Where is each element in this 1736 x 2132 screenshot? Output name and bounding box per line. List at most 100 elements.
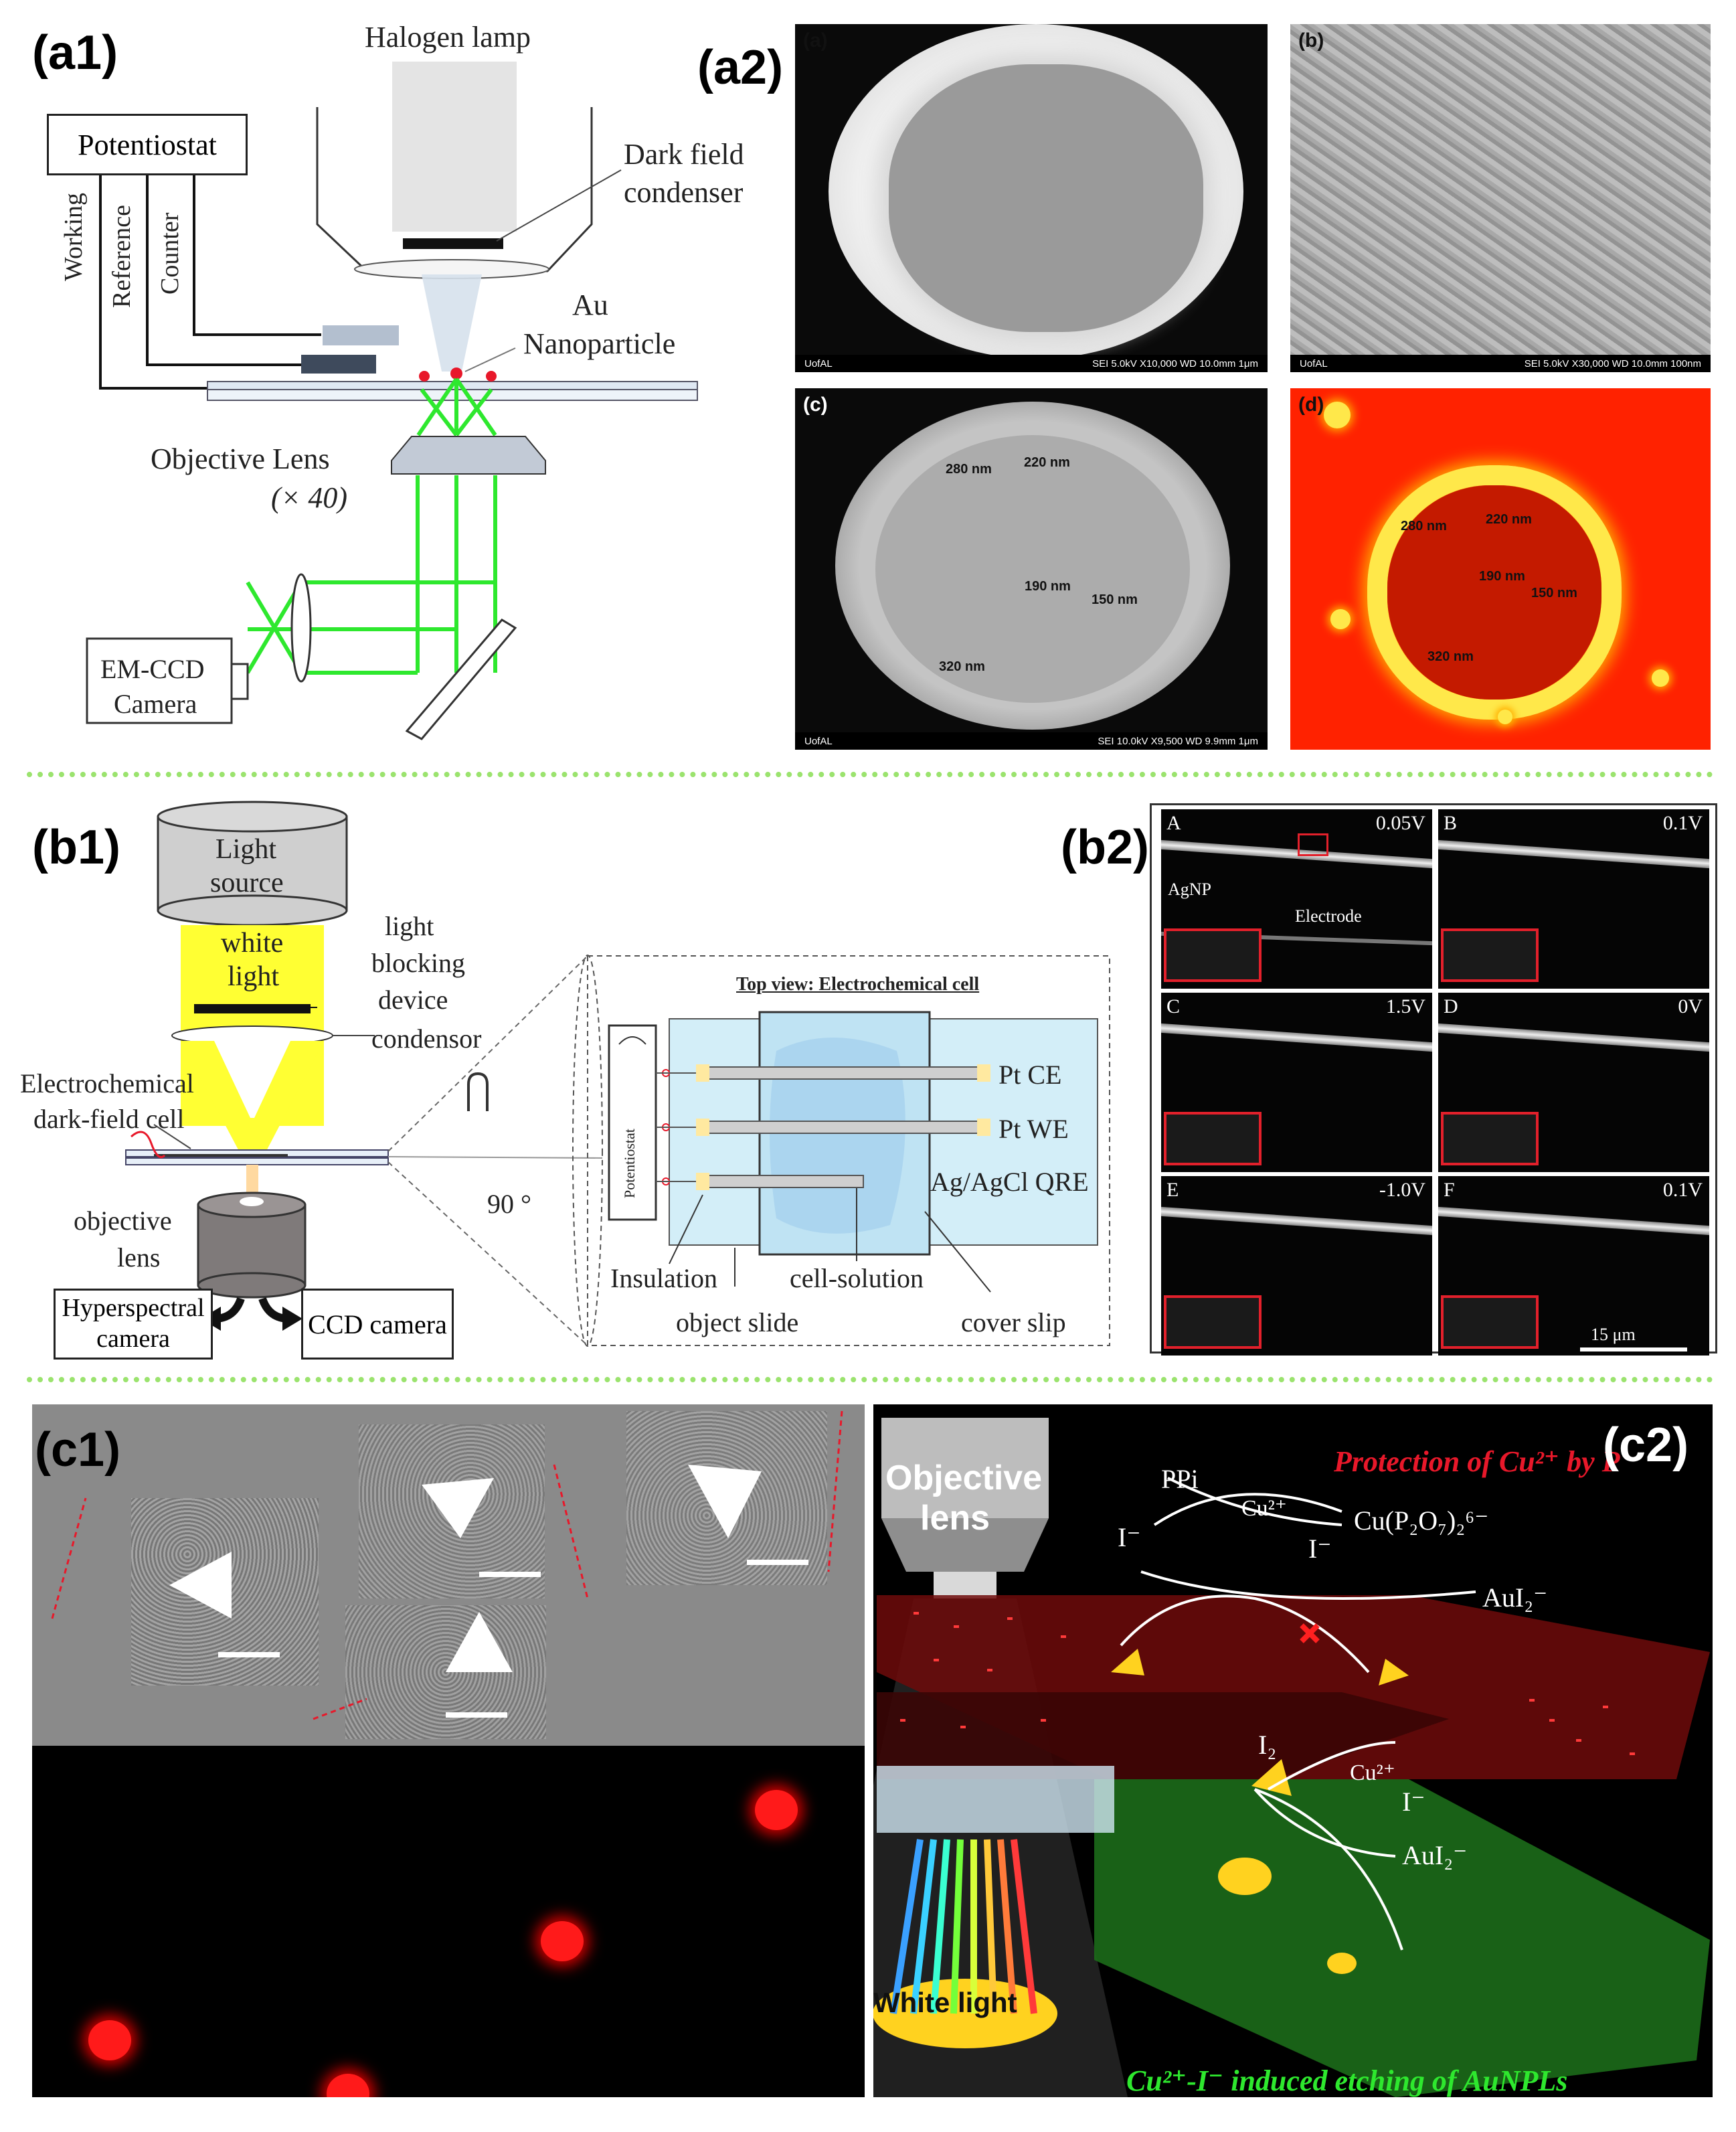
tem-images-c1 [32,1404,865,1746]
b2-frame-letter: B [1444,812,1458,834]
top-view-frame [587,955,1110,1346]
size-label: 220 nm [1024,455,1070,470]
b2-inset [1441,928,1539,982]
glass-slide [877,1766,1114,1833]
electrode-label: Electrode [1295,906,1362,926]
objective-label: Objective [885,1459,1043,1497]
b2-image-grid: A 0.05V AgNP Electrode B 0.1V C 1.5V D 0… [1150,803,1717,1356]
etching-schematic-c2-drawing [873,1418,1710,2097]
sem-image-a-tag: (a) [803,29,828,52]
scale-bar [446,1712,507,1718]
pt-we-electrode [702,1121,984,1134]
scale-bar-label: 15 μm [1591,1325,1636,1344]
emccd-label: EM-CCD [100,654,205,684]
etching-schematic-c2: Objective lens White light Protection of… [873,1404,1713,2097]
white-light-label-1: white [221,928,284,959]
potentiostat-label: Potentiostat [78,128,217,161]
condenser-label: condenser [624,176,744,209]
b2-frame-voltage: -1.0V [1379,1179,1425,1201]
iodine-label: I₂ [1258,1730,1277,1760]
objective-lens-shape [391,436,546,475]
b2-frame-letter: E [1166,1179,1179,1201]
counter-label: Counter [156,212,184,295]
ccd-camera-box: CCD camera [301,1289,454,1360]
size-label: 150 nm [1092,592,1138,607]
sem-image-b-databar: UofAL SEI 5.0kV X30,000 WD 10.0mm 100nm [1290,355,1711,372]
meter-icon [618,1036,646,1045]
b2-frame-voltage: 0V [1678,995,1703,1017]
emccd-camera-port [230,663,249,700]
condenser-pointer [496,169,622,242]
reaction-arrows [1120,1477,1476,1951]
b2-frame-voltage: 0.1V [1662,1179,1703,1201]
scattering-spot [88,2020,131,2060]
scattering-spot [755,1790,798,1830]
b2-frame-d: D 0V [1438,993,1709,1172]
panel-label-c1: (c1) [35,1423,121,1477]
dark-field-label: Dark field [624,138,744,171]
cu-ion-label-2: Cu²⁺ [1350,1760,1395,1785]
b2-frame-b: B 0.1V [1438,809,1709,989]
condensor-label: condensor [371,1023,482,1054]
b2-inset [1441,1295,1539,1349]
sem-image-c-tag: (c) [803,394,828,416]
potentiostat-box: Potentiostat [47,114,248,175]
panel-label-a2: (a2) [697,41,784,94]
pt-ce-electrode [702,1066,984,1080]
nanoplate [1111,1649,1144,1675]
lens-label: lens [920,1499,990,1538]
object-slide-label: object slide [676,1307,799,1337]
nanoplate-triangle [422,1478,494,1538]
section-separator [27,772,1713,777]
light-source-label-1: Light [215,834,276,865]
objective-label-2: lens [117,1242,161,1273]
sem-image-b-tag: (b) [1298,29,1324,52]
sem-image-b-params: SEI 5.0kV X30,000 WD 10.0mm 100nm [1524,357,1701,370]
cu-p2o7-label: Cu(P₂O₇)₂⁶⁻ [1354,1505,1489,1536]
size-label: 220 nm [1486,512,1532,527]
objective-label-1: objective [74,1206,172,1236]
nanoplate-triangle [446,1612,513,1672]
sem-image-a-databar: UofAL SEI 5.0kV X10,000 WD 10.0mm 1μm [795,355,1268,372]
etched-nanoplate [1218,1858,1272,1895]
potentiostat-vertical-label: Potentiostat [621,1129,638,1198]
b2-frame-a: A 0.05V AgNP Electrode [1161,809,1432,989]
pt-ce-label: Pt CE [999,1060,1062,1090]
au-nanoparticle [450,367,462,380]
section-separator [27,1377,1713,1382]
ccd-camera-label: CCD camera [308,1309,447,1339]
etched-nanoplate [1327,1953,1357,1974]
top-view-title: Top view: Electrochemical cell [736,974,980,995]
b2-frame-f: F 0.1V 15 μm [1438,1176,1709,1356]
nanoplate-triangles [51,1410,843,1720]
ec-cell-label-2: dark-field cell [33,1104,185,1134]
dark-field-image-c1 [32,1746,865,2097]
working-wire [99,175,207,390]
setup-schematic-b1-drawing [125,801,1110,1347]
sem-image-a: (a) UofAL SEI 5.0kV X10,000 WD 10.0mm 1μ… [795,24,1268,372]
cover-slip-label: cover slip [961,1307,1066,1337]
size-label: 280 nm [1401,519,1447,534]
panel-label-b1: (b1) [32,821,120,874]
reference-wire [146,175,301,366]
scale-bar [747,1560,808,1565]
spectrum-rays [890,1839,1037,2014]
light-source-label-2: source [210,868,284,898]
b2-frame-c: C 1.5V [1161,993,1432,1172]
nanoparticle-pointer [464,347,516,372]
green-plane [1094,1779,1710,2097]
iodide-label-right: I⁻ [1308,1534,1332,1564]
b2-inset [1164,1295,1262,1349]
emccd-camera-body [86,637,233,724]
hyperspectral-label-2: camera [96,1325,170,1353]
blocking-label-3: device [378,985,448,1015]
halogen-lamp-label: Halogen lamp [365,21,531,54]
scattered-light [416,378,497,436]
au-nanoparticle [486,371,497,382]
counter-electrode [323,325,399,345]
b2-inset [1164,1112,1262,1165]
b2-frame-letter: A [1166,812,1181,834]
panel-label-a1: (a1) [32,26,118,80]
b2-frame-voltage: 0.1V [1662,812,1703,834]
au-label: Au [572,289,608,321]
